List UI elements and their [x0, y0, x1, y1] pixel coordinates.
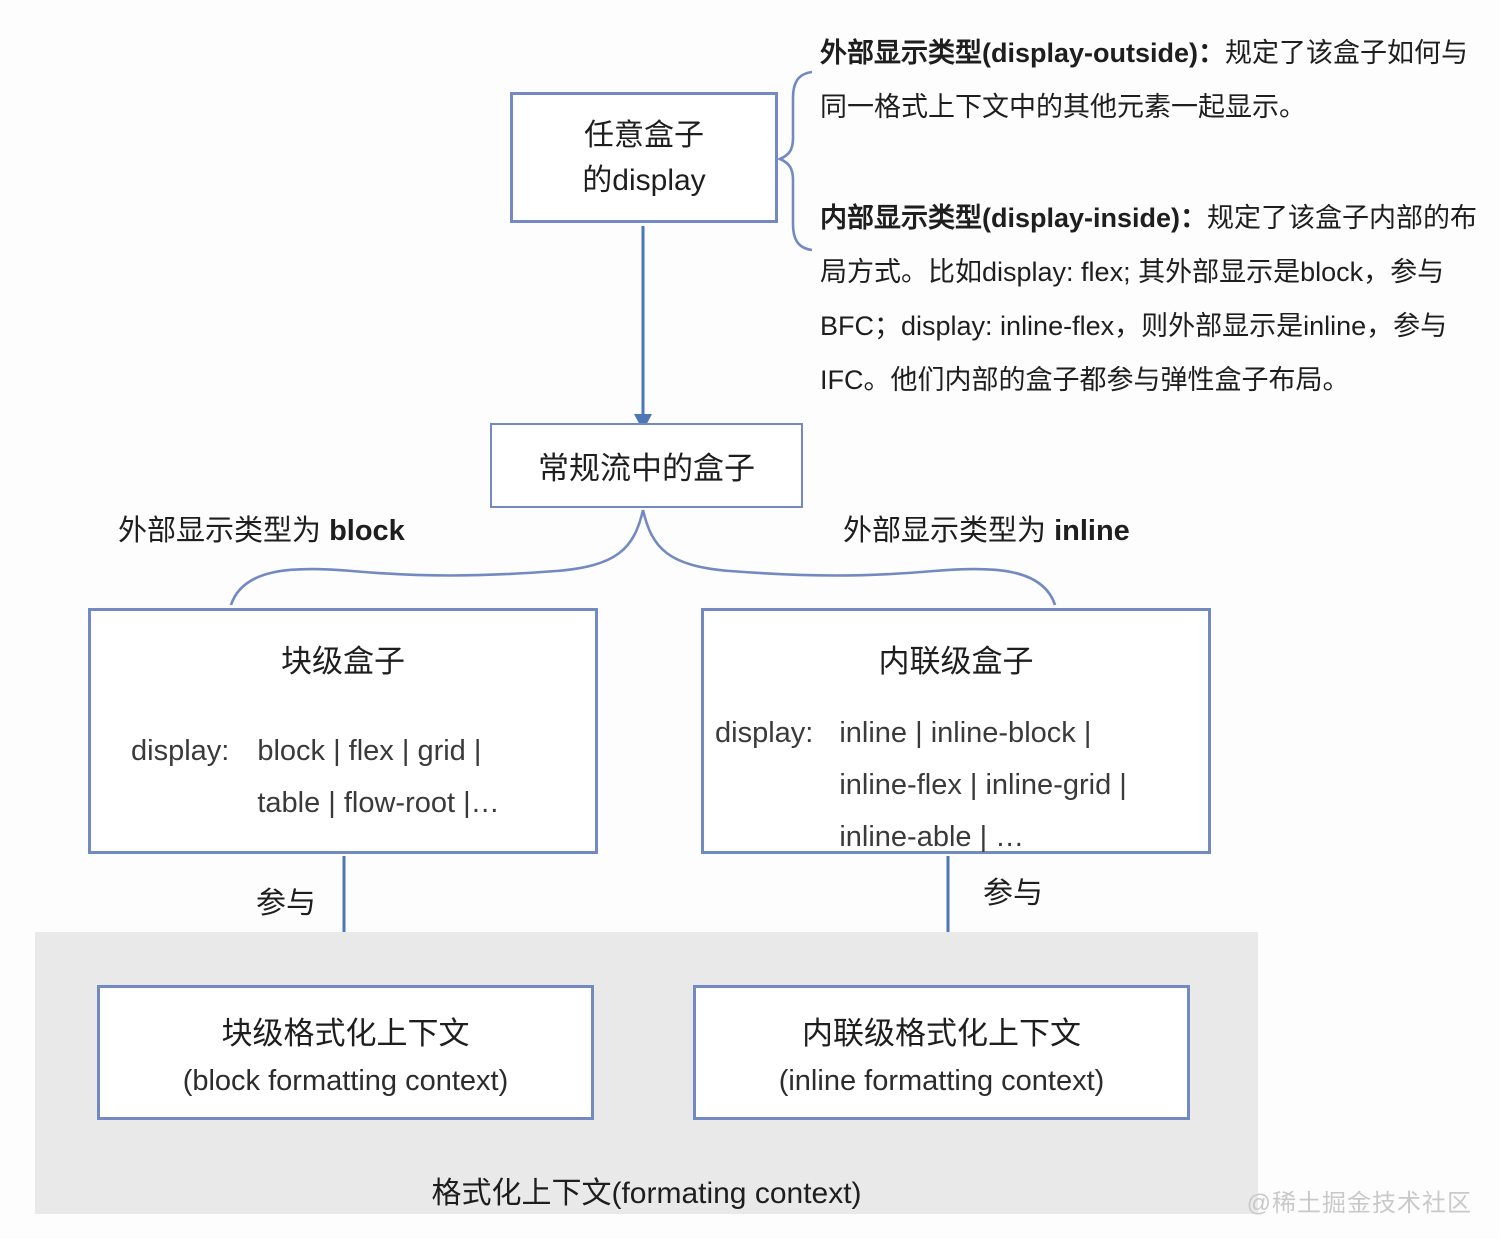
curly-brace-icon — [776, 70, 813, 252]
normal-flow-box-node: 常规流中的盒子 — [490, 423, 803, 508]
bfc-title: 块级格式化上下文 — [221, 1015, 470, 1051]
right-branch-prefix: 外部显示类型为 — [843, 515, 1055, 547]
left-branch-label: 外部显示类型为 block — [118, 507, 405, 549]
block-box-values-line1: block | flex | grid | — [257, 735, 482, 767]
inline-box-property: display: — [715, 717, 814, 749]
block-box-property: display: — [131, 735, 230, 767]
bfc-node: 块级格式化上下文 (block formatting context) — [97, 985, 594, 1120]
participate-label-right: 参与 — [983, 877, 1043, 910]
ifc-subtitle: (inline formatting context) — [778, 1064, 1105, 1097]
block-box-title: 块级盒子 — [281, 644, 405, 679]
block-box-node: 块级盒子 display: block | flex | grid | tabl… — [88, 608, 598, 854]
left-branch-value: block — [329, 515, 405, 547]
block-box-display-values: display: block | flex | grid | table | f… — [91, 725, 595, 829]
left-branch-prefix: 外部显示类型为 — [118, 515, 330, 547]
ifc-title: 内联级格式化上下文 — [802, 1015, 1081, 1051]
normal-flow-box-label: 常规流中的盒子 — [538, 451, 755, 486]
right-branch-label: 外部显示类型为 inline — [843, 507, 1130, 549]
inline-box-display-values: display: inline | inline-block | inline-… — [704, 707, 1208, 863]
participate-label-left: 参与 — [256, 887, 316, 920]
inline-box-node: 内联级盒子 display: inline | inline-block | i… — [701, 608, 1211, 854]
annotation-display-inside: 内部显示类型(display-inside)：规定了该盒子内部的布局方式。比如d… — [820, 191, 1488, 407]
right-branch-value: inline — [1054, 515, 1130, 547]
watermark: @稀土掘金技术社区 — [1246, 1190, 1472, 1217]
display-inside-body: 规定了该盒子内部的布局方式。比如display: flex; 其外部显示是blo… — [820, 203, 1478, 395]
formatting-context-caption: 格式化上下文(formating context) — [431, 1177, 862, 1210]
block-box-values-line2: table | flow-root |… — [257, 787, 500, 819]
inline-box-values-line2: inline-flex | inline-grid | — [839, 769, 1127, 801]
display-outside-term: 外部显示类型(display-outside)： — [820, 38, 1226, 68]
any-box-display-node: 任意盒子 的display — [510, 92, 778, 223]
annotation-display-outside: 外部显示类型(display-outside)：规定了该盒子如何与同一格式上下文… — [820, 26, 1488, 134]
ifc-node: 内联级格式化上下文 (inline formatting context) — [693, 985, 1190, 1120]
bfc-subtitle: (block formatting context) — [182, 1064, 509, 1097]
any-box-line2: 的display — [582, 163, 706, 197]
display-outside-body: 规定了该盒子如何与同一格式上下文中的其他元素一起显示。 — [820, 38, 1469, 122]
any-box-line1: 任意盒子 — [584, 118, 704, 152]
inline-box-values-line1: inline | inline-block | — [839, 717, 1092, 749]
inline-box-title: 内联级盒子 — [878, 644, 1034, 679]
inline-box-values-line3: inline-able | … — [839, 821, 1025, 853]
display-inside-term: 内部显示类型(display-inside)： — [820, 203, 1208, 233]
